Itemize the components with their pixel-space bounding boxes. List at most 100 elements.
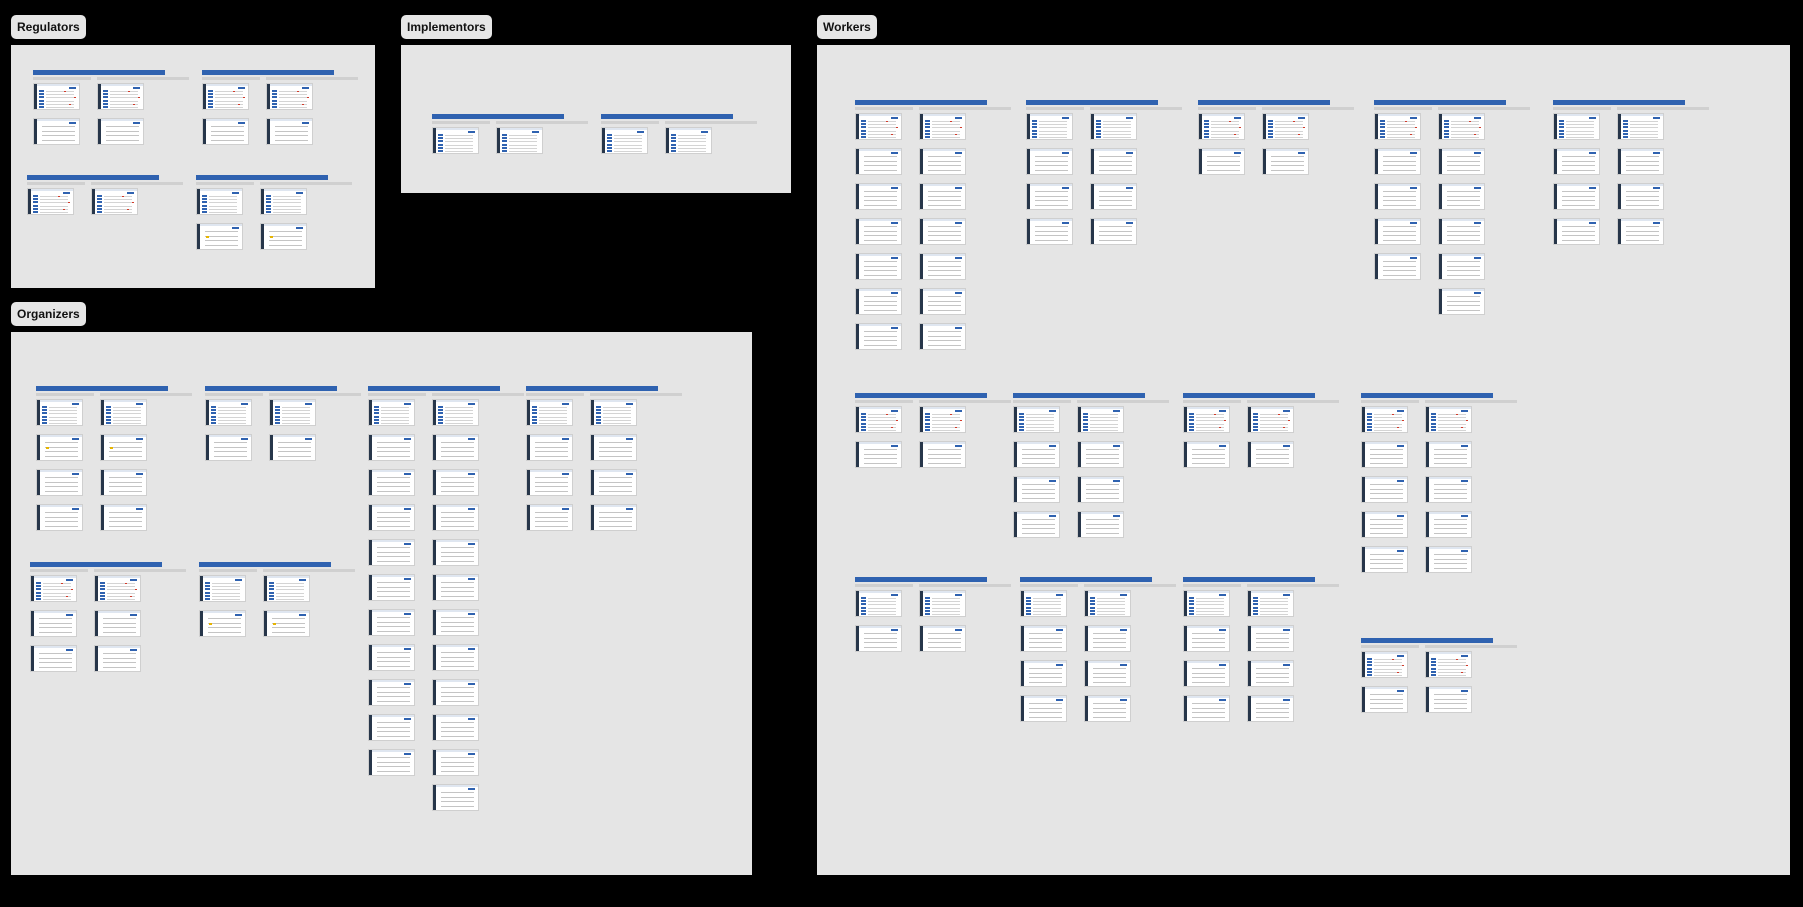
- screen-thumbnail[interactable]: [94, 610, 141, 637]
- screen-thumbnail[interactable]: [1198, 148, 1245, 175]
- screen-thumbnail[interactable]: [1361, 511, 1408, 538]
- screen-thumbnail[interactable]: [919, 406, 966, 433]
- screen-thumbnail[interactable]: [432, 714, 479, 741]
- screen-thumbnail[interactable]: [1020, 590, 1067, 617]
- screen-thumbnail[interactable]: [202, 83, 249, 110]
- flow-title-bar[interactable]: [1361, 638, 1493, 643]
- screen-thumbnail[interactable]: [919, 253, 966, 280]
- screen-thumbnail[interactable]: [1361, 651, 1408, 678]
- flow-title-bar[interactable]: [196, 175, 328, 180]
- screen-thumbnail[interactable]: [1020, 625, 1067, 652]
- screen-thumbnail[interactable]: [368, 399, 415, 426]
- screen-thumbnail[interactable]: [368, 504, 415, 531]
- screen-thumbnail[interactable]: [1183, 406, 1230, 433]
- screen-thumbnail[interactable]: [266, 83, 313, 110]
- screen-thumbnail[interactable]: [1020, 695, 1067, 722]
- screen-thumbnail[interactable]: [432, 434, 479, 461]
- screen-thumbnail[interactable]: [919, 288, 966, 315]
- screen-thumbnail[interactable]: [1374, 183, 1421, 210]
- screen-thumbnail[interactable]: [263, 610, 310, 637]
- screen-thumbnail[interactable]: [1084, 695, 1131, 722]
- screen-thumbnail[interactable]: [432, 749, 479, 776]
- screen-thumbnail[interactable]: [1553, 113, 1600, 140]
- screen-thumbnail[interactable]: [590, 434, 637, 461]
- screen-thumbnail[interactable]: [526, 399, 573, 426]
- section-label-regulators[interactable]: Regulators: [11, 15, 86, 39]
- screen-thumbnail[interactable]: [919, 183, 966, 210]
- screen-thumbnail[interactable]: [368, 644, 415, 671]
- screen-thumbnail[interactable]: [855, 148, 902, 175]
- screen-thumbnail[interactable]: [94, 575, 141, 602]
- screen-thumbnail[interactable]: [368, 679, 415, 706]
- flow-title-bar[interactable]: [432, 114, 564, 119]
- screen-thumbnail[interactable]: [432, 127, 479, 154]
- screen-thumbnail[interactable]: [919, 441, 966, 468]
- screen-thumbnail[interactable]: [196, 188, 243, 215]
- screen-thumbnail[interactable]: [1617, 183, 1664, 210]
- screen-thumbnail[interactable]: [263, 575, 310, 602]
- screen-thumbnail[interactable]: [1183, 660, 1230, 687]
- flow-title-bar[interactable]: [30, 562, 162, 567]
- screen-thumbnail[interactable]: [855, 625, 902, 652]
- flow-title-bar[interactable]: [855, 100, 987, 105]
- screen-thumbnail[interactable]: [1084, 660, 1131, 687]
- screen-thumbnail[interactable]: [1425, 406, 1472, 433]
- screen-thumbnail[interactable]: [590, 504, 637, 531]
- screen-thumbnail[interactable]: [855, 441, 902, 468]
- screen-thumbnail[interactable]: [1183, 441, 1230, 468]
- screen-thumbnail[interactable]: [432, 679, 479, 706]
- screen-thumbnail[interactable]: [432, 644, 479, 671]
- screen-thumbnail[interactable]: [1553, 183, 1600, 210]
- screen-thumbnail[interactable]: [97, 118, 144, 145]
- screen-thumbnail[interactable]: [855, 183, 902, 210]
- screen-thumbnail[interactable]: [1438, 183, 1485, 210]
- screen-thumbnail[interactable]: [1183, 625, 1230, 652]
- screen-thumbnail[interactable]: [199, 610, 246, 637]
- flow-title-bar[interactable]: [1374, 100, 1506, 105]
- section-label-organizers[interactable]: Organizers: [11, 302, 86, 326]
- screen-thumbnail[interactable]: [919, 113, 966, 140]
- screen-thumbnail[interactable]: [368, 714, 415, 741]
- screen-thumbnail[interactable]: [100, 399, 147, 426]
- screen-thumbnail[interactable]: [1374, 218, 1421, 245]
- flow-title-bar[interactable]: [36, 386, 168, 391]
- screen-thumbnail[interactable]: [30, 645, 77, 672]
- flow-title-bar[interactable]: [526, 386, 658, 391]
- flow-title-bar[interactable]: [1553, 100, 1685, 105]
- screen-thumbnail[interactable]: [269, 434, 316, 461]
- screen-thumbnail[interactable]: [1438, 148, 1485, 175]
- screen-thumbnail[interactable]: [855, 253, 902, 280]
- screen-thumbnail[interactable]: [1553, 148, 1600, 175]
- screen-thumbnail[interactable]: [919, 590, 966, 617]
- flow-title-bar[interactable]: [368, 386, 500, 391]
- screen-thumbnail[interactable]: [1077, 406, 1124, 433]
- screen-thumbnail[interactable]: [526, 434, 573, 461]
- screen-thumbnail[interactable]: [590, 399, 637, 426]
- screen-thumbnail[interactable]: [1077, 441, 1124, 468]
- screen-thumbnail[interactable]: [526, 469, 573, 496]
- screen-thumbnail[interactable]: [1361, 686, 1408, 713]
- flow-title-bar[interactable]: [202, 70, 334, 75]
- screen-thumbnail[interactable]: [1425, 511, 1472, 538]
- screen-thumbnail[interactable]: [526, 504, 573, 531]
- screen-thumbnail[interactable]: [1262, 148, 1309, 175]
- flow-title-bar[interactable]: [1026, 100, 1158, 105]
- screen-thumbnail[interactable]: [33, 118, 80, 145]
- screen-thumbnail[interactable]: [1374, 148, 1421, 175]
- flow-title-bar[interactable]: [1013, 393, 1145, 398]
- screen-thumbnail[interactable]: [269, 399, 316, 426]
- screen-thumbnail[interactable]: [1013, 441, 1060, 468]
- flow-title-bar[interactable]: [855, 577, 987, 582]
- screen-thumbnail[interactable]: [855, 590, 902, 617]
- screen-thumbnail[interactable]: [855, 218, 902, 245]
- screen-thumbnail[interactable]: [919, 323, 966, 350]
- screen-thumbnail[interactable]: [1247, 441, 1294, 468]
- screen-thumbnail[interactable]: [1425, 441, 1472, 468]
- screen-thumbnail[interactable]: [1361, 406, 1408, 433]
- screen-thumbnail[interactable]: [590, 469, 637, 496]
- screen-thumbnail[interactable]: [1361, 476, 1408, 503]
- screen-thumbnail[interactable]: [1617, 113, 1664, 140]
- screen-thumbnail[interactable]: [205, 399, 252, 426]
- flow-title-bar[interactable]: [1183, 577, 1315, 582]
